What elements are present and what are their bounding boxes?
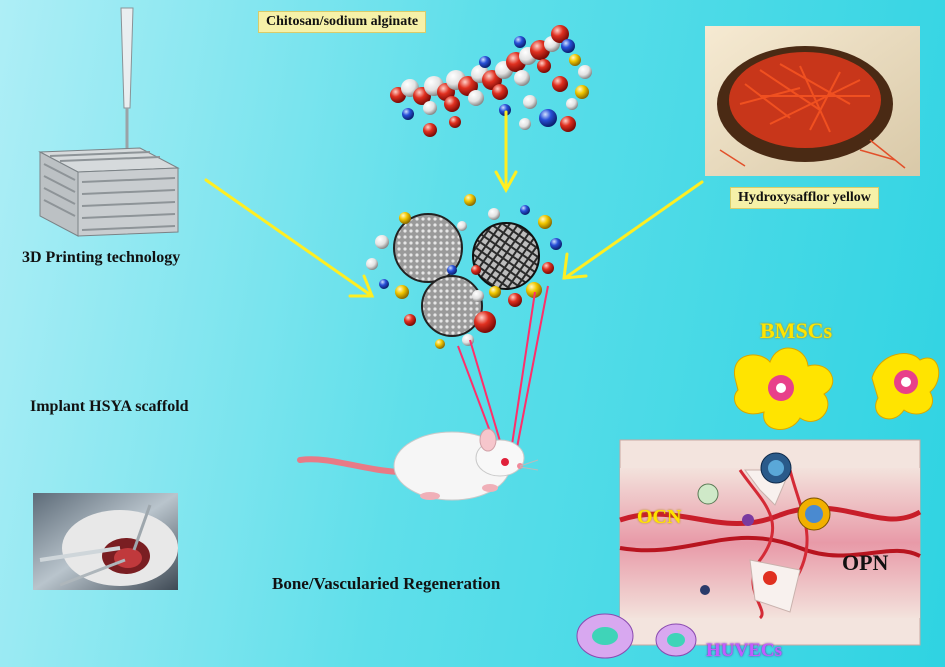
- huvecs-label: HUVECs: [706, 640, 783, 661]
- safflower-photo: [705, 26, 920, 176]
- ocn-label: OCN: [637, 506, 682, 528]
- polymer-molecule-illustration: [390, 25, 592, 137]
- bmsc-cells: [733, 347, 940, 430]
- bone-regeneration-panel: [619, 439, 922, 646]
- printer-nozzle: [120, 7, 134, 150]
- chitosan-alginate-label: Chitosan/sodium alginate: [258, 11, 427, 33]
- arrow-from-safflower: [562, 180, 704, 280]
- printed-lattice-block: [38, 147, 180, 237]
- scaffold-cluster: [366, 194, 562, 349]
- surgery-photo: [33, 493, 178, 590]
- regeneration-label: Bone/Vascularied Regeneration: [272, 574, 501, 593]
- opn-label: OPN: [842, 550, 889, 575]
- arrows: [204, 110, 704, 298]
- 3d-printing-label: 3D Printing technology: [22, 249, 181, 266]
- bmscs-label: BMSCs: [760, 318, 833, 343]
- arrow-from-printing: [204, 178, 375, 298]
- arrow-from-molecule: [494, 110, 518, 194]
- huvec-cells: [576, 613, 697, 659]
- rat-illustration: [297, 428, 539, 501]
- hydroxysafflor-yellow-label: Hydroxysafflor yellow: [730, 187, 879, 209]
- implant-scaffold-label: Implant HSYA scaffold: [30, 398, 189, 415]
